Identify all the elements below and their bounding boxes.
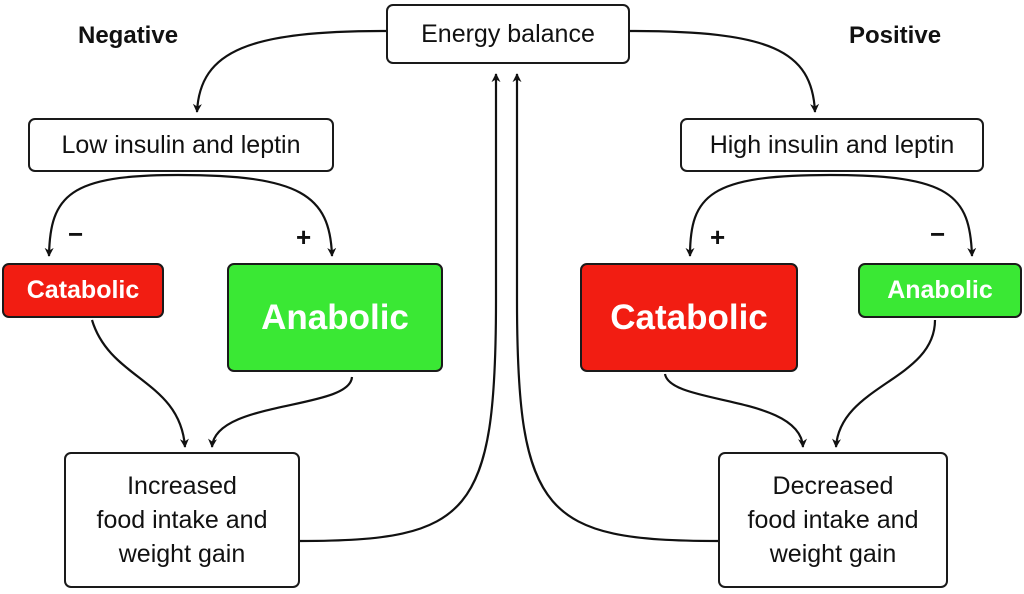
high-hormones-label: High insulin and leptin (709, 131, 955, 159)
right-outcome-box: Decreased food intake and weight gain (718, 452, 948, 588)
left-catabolic-label: Catabolic (26, 276, 140, 304)
arrow-right-catabolic-to-outcome (663, 373, 808, 448)
positive-heading: Positive (849, 22, 942, 49)
left-anabolic-label: Anabolic (261, 297, 409, 337)
left-outcome-line-2: food intake and (96, 506, 268, 534)
right-outcome-line-1: Decreased (772, 472, 894, 500)
right-catabolic-sign: + (710, 222, 726, 252)
energy-balance-box: Energy balance (386, 4, 630, 64)
right-outcome-line-2: food intake and (747, 506, 919, 534)
arrow-balance-to-high-hormones (629, 29, 820, 113)
right-anabolic-sign: − (930, 219, 946, 249)
right-catabolic-label: Catabolic (610, 297, 768, 337)
energy-balance-label: Energy balance (421, 20, 595, 48)
right-outcome-line-3: weight gain (769, 540, 897, 568)
arrow-left-anabolic-to-outcome (208, 376, 354, 448)
right-anabolic-label: Anabolic (887, 276, 993, 304)
left-anabolic-sign: + (296, 222, 312, 252)
low-hormones-box: Low insulin and leptin (28, 118, 334, 172)
left-catabolic-sign: − (68, 219, 84, 249)
right-anabolic-box: Anabolic (858, 263, 1022, 318)
arrow-balance-to-low-hormones (192, 29, 387, 113)
arrow-high-hormones-to-catabolic (685, 173, 831, 257)
right-catabolic-box: Catabolic (580, 263, 798, 372)
arrow-right-anabolic-to-outcome (832, 319, 937, 448)
arrow-low-hormones-to-catabolic (44, 173, 179, 257)
low-hormones-label: Low insulin and leptin (61, 131, 301, 159)
left-outcome-line-1: Increased (127, 472, 237, 500)
left-catabolic-box: Catabolic (2, 263, 164, 318)
negative-heading: Negative (78, 22, 179, 49)
high-hormones-box: High insulin and leptin (680, 118, 984, 172)
arrow-low-hormones-to-anabolic (177, 173, 337, 257)
left-anabolic-box: Anabolic (227, 263, 443, 372)
left-outcome-line-3: weight gain (118, 540, 246, 568)
arrow-high-hormones-to-anabolic (829, 173, 977, 257)
arrow-left-outcome-to-balance (299, 73, 501, 543)
left-outcome-box: Increased food intake and weight gain (64, 452, 300, 588)
arrow-right-outcome-to-balance (512, 73, 719, 543)
arrow-left-catabolic-to-outcome (90, 319, 189, 448)
